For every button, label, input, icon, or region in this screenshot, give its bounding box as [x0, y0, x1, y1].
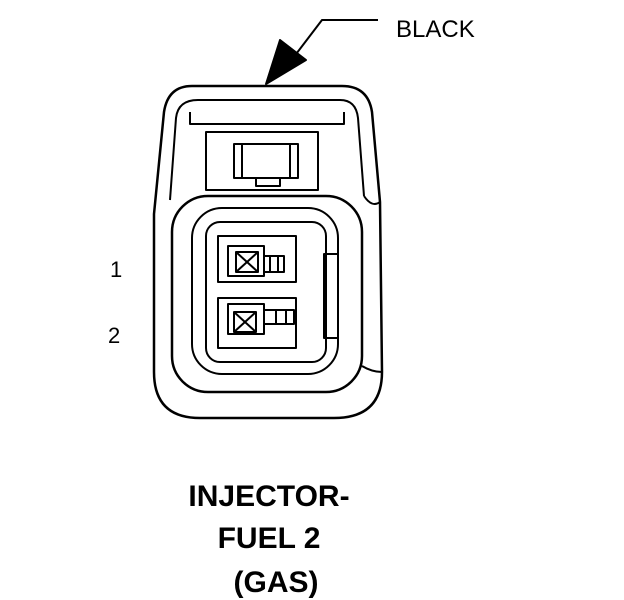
polarization-key: [323, 253, 339, 339]
connector-color-label: BLACK: [396, 16, 475, 43]
component-title-line-1: INJECTOR-: [188, 480, 350, 513]
component-title-line-3: (GAS): [233, 566, 319, 599]
connector-housing-outline: [152, 84, 384, 420]
connector-face-inner: [191, 207, 339, 375]
connector-face-outer: [170, 194, 364, 394]
pin-2-label: 2: [108, 323, 121, 348]
component-title-line-2: FUEL 2: [217, 522, 321, 555]
pin-2-terminal: [217, 297, 297, 349]
callout-leader: [265, 19, 378, 85]
housing-inner-left: [169, 99, 199, 201]
pin-1-terminal: [217, 235, 297, 283]
pin-1-label: 1: [110, 257, 123, 282]
housing-inner-outline: [198, 99, 365, 197]
cavity-well: [205, 221, 327, 363]
locking-latch: [189, 112, 345, 191]
housing-right-seam: [361, 195, 383, 373]
